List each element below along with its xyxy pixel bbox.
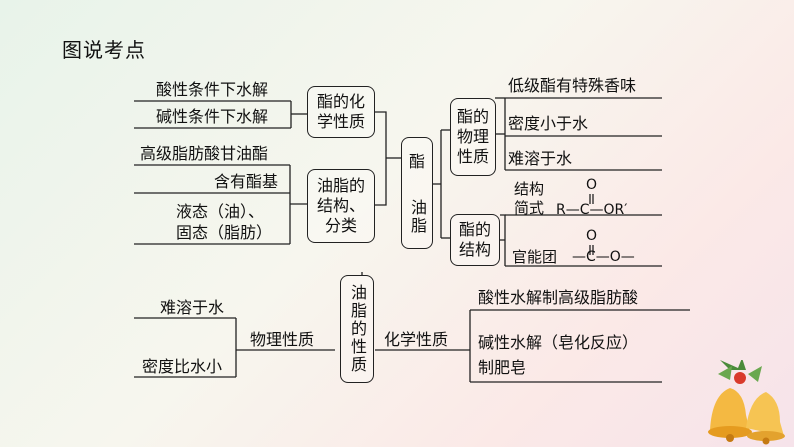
- node-fat-structure-line3: 分类: [324, 216, 357, 235]
- formula-label-line1: 结构: [514, 180, 545, 198]
- formula-carbonyl-oxygen: O: [586, 177, 598, 193]
- leaf-base-hydrolysis: 碱性条件下水解: [156, 107, 269, 126]
- leaf-acid-hydrolysis: 酸性条件下水解: [156, 80, 269, 99]
- leaf-make-soap: 制肥皂: [478, 358, 527, 377]
- node-ester-phys-line3: 性质: [456, 147, 489, 166]
- node-ester-structure: 酯的 结构: [450, 214, 500, 266]
- structural-formula: R—C—OR′: [556, 202, 628, 218]
- node-fat-structure-classification: 油脂的 结构、 分类: [307, 169, 375, 243]
- leaf-acid-hydrolysis-fatty-acid: 酸性水解制高级脂肪酸: [478, 288, 639, 307]
- node-ester-physical-properties: 酯的 物理 性质: [450, 98, 496, 176]
- leaf-glyceride: 高级脂肪酸甘油酯: [140, 144, 269, 163]
- node-fat-chemical-properties: 化学性质: [384, 330, 449, 349]
- leaf-less-dense: 密度小于水: [508, 114, 589, 133]
- node-ester-phys-line1: 酯的: [456, 107, 489, 126]
- fg-carbonyl-oxygen: O: [586, 228, 598, 244]
- leaf-insoluble: 难溶于水: [508, 149, 573, 168]
- leaf-liquid-oil: 液态（油）、: [176, 202, 265, 221]
- functional-group-label: 官能团: [512, 248, 558, 266]
- leaf-fat-insoluble: 难溶于水: [160, 298, 225, 317]
- leaf-ester-group: 含有酯基: [214, 172, 279, 191]
- leaf-fat-less-dense: 密度比水小: [142, 357, 223, 376]
- node-ester-struct-line1: 酯的: [458, 220, 491, 239]
- node-center-ester: 酯: [408, 151, 425, 171]
- leaf-special-aroma: 低级酯有特殊香味: [508, 76, 637, 95]
- node-ester-struct-line2: 结构: [458, 240, 491, 259]
- node-ester-chemical-properties: 酯的化 学性质: [307, 86, 375, 138]
- leaf-solid-fat: 固态（脂肪）: [176, 223, 273, 242]
- node-ester-phys-line2: 物理: [456, 127, 489, 146]
- node-ester-chem-line2: 学性质: [316, 112, 365, 131]
- node-fat-structure-line1: 油脂的: [316, 176, 365, 195]
- node-center-ester-fat: 酯 油脂: [401, 137, 433, 249]
- functional-group-formula: —C—O—: [572, 249, 635, 265]
- formula-label-line2: 简式: [514, 199, 545, 217]
- leaf-saponification: 碱性水解（皂化反应）: [478, 333, 639, 352]
- node-fat-structure-line2: 结构、: [316, 196, 365, 215]
- bells-decoration-icon: [708, 360, 785, 445]
- page-title: 图说考点: [62, 38, 146, 62]
- node-ester-chem-line1: 酯的化: [316, 92, 365, 111]
- node-center-fat: 油脂: [408, 198, 427, 235]
- node-fat-physical-properties: 物理性质: [250, 330, 315, 349]
- node-fat-properties: 油脂的性质: [340, 275, 374, 383]
